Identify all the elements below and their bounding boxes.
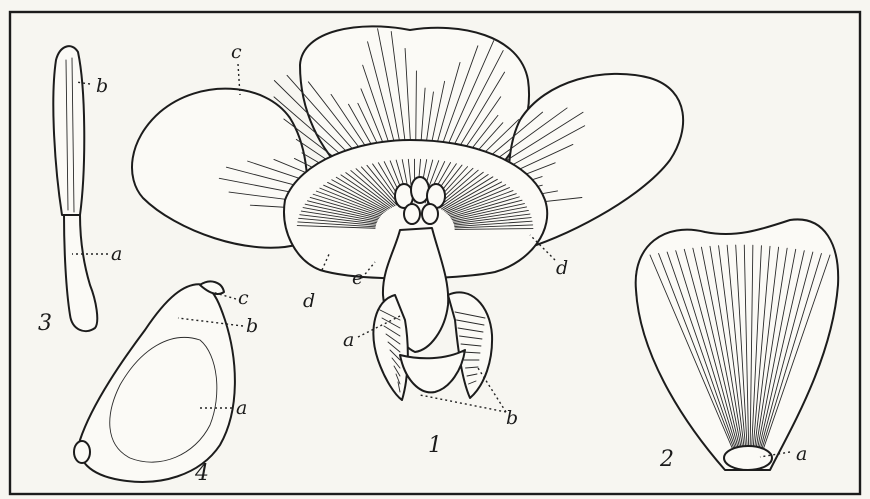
- fig1-label-b: b: [506, 407, 518, 429]
- fig3-label-a: a: [111, 243, 122, 265]
- fig4-label-b: b: [246, 315, 258, 337]
- figure-3-number: 3: [38, 311, 52, 336]
- fig1-label-e: e: [352, 267, 363, 289]
- hilum: [74, 441, 90, 463]
- fig2-label-a: a: [796, 443, 807, 465]
- anther: [53, 46, 84, 215]
- fig4-label-a: a: [236, 397, 247, 419]
- figure-4-number: 4: [194, 461, 209, 486]
- fig1-label-a: a: [343, 329, 354, 351]
- fig1-label-d-left: d: [303, 290, 315, 312]
- fig1-label-c: c: [231, 41, 242, 63]
- petal-claw: [724, 446, 772, 470]
- figure-1-number: 1: [428, 433, 442, 458]
- fig4-label-c: c: [238, 287, 249, 309]
- fig1-label-d-right: d: [556, 257, 568, 279]
- fig3-label-b: b: [96, 75, 108, 97]
- figure-2-number: 2: [659, 447, 674, 472]
